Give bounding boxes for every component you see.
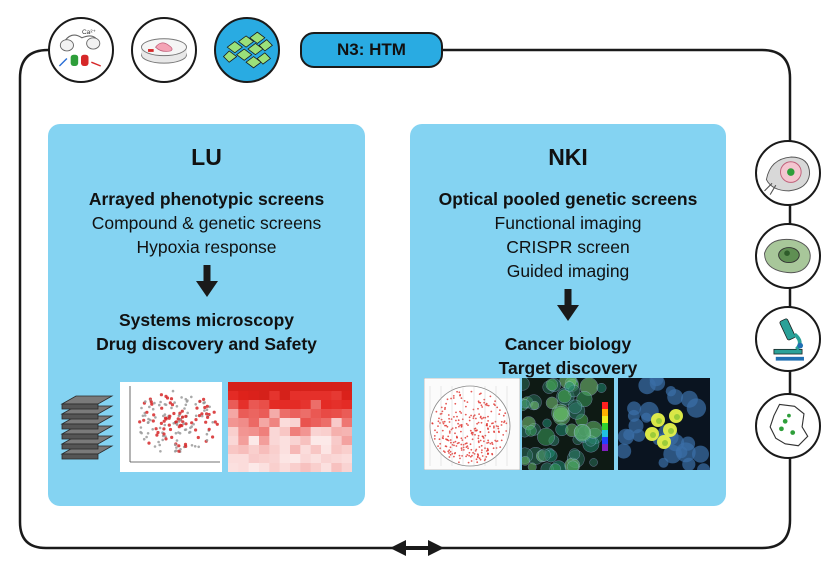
nki-line-1: Optical pooled genetic screens <box>438 189 698 209</box>
netherlands-map-icon <box>755 393 821 459</box>
nki-panel: NKI Optical pooled genetic screens Funct… <box>410 124 726 506</box>
lu-output-2: Drug discovery and Safety <box>96 334 317 354</box>
petri-dish-icon <box>131 17 197 83</box>
cell-signaling-icon: Ca²⁺ <box>48 17 114 83</box>
nki-title: NKI <box>548 144 588 170</box>
nki-output-1: Cancer biology <box>504 334 632 354</box>
nki-line-4: Guided imaging <box>506 261 630 281</box>
node-label: N3: HTM <box>337 40 406 59</box>
nki-line-3: CRISPR screen <box>506 237 630 257</box>
lu-line-1: Arrayed phenotypic screens <box>88 189 325 209</box>
nki-line-2: Functional imaging <box>494 213 642 233</box>
lu-line-3: Hypoxia response <box>136 237 277 257</box>
functional-imaging-image <box>522 378 614 470</box>
pooled-screen-well-image <box>424 378 520 470</box>
nki-down-arrow-icon <box>557 289 579 326</box>
cell-section-icon <box>755 140 821 206</box>
guided-imaging-image <box>618 378 710 470</box>
lu-title: LU <box>191 144 222 170</box>
node-label-pill: N3: HTM <box>300 32 443 68</box>
scatter-plot-image <box>120 382 222 472</box>
lu-panel: LU Arrayed phenotypic screens Compound &… <box>48 124 365 506</box>
nki-output-2: Target discovery <box>498 358 638 378</box>
plate-stack-image <box>60 395 114 460</box>
lu-down-arrow-icon <box>195 265 218 302</box>
bidirectional-arrow-icon <box>390 540 444 556</box>
cell-nucleus-icon <box>755 223 821 289</box>
microscope-icon <box>755 306 821 372</box>
well-plate-icon <box>214 17 280 83</box>
lu-line-2: Compound & genetic screens <box>91 213 322 233</box>
lu-output-1: Systems microscopy <box>118 310 295 330</box>
svg-text:Ca²⁺: Ca²⁺ <box>82 29 97 36</box>
heatmap-image <box>228 382 352 472</box>
